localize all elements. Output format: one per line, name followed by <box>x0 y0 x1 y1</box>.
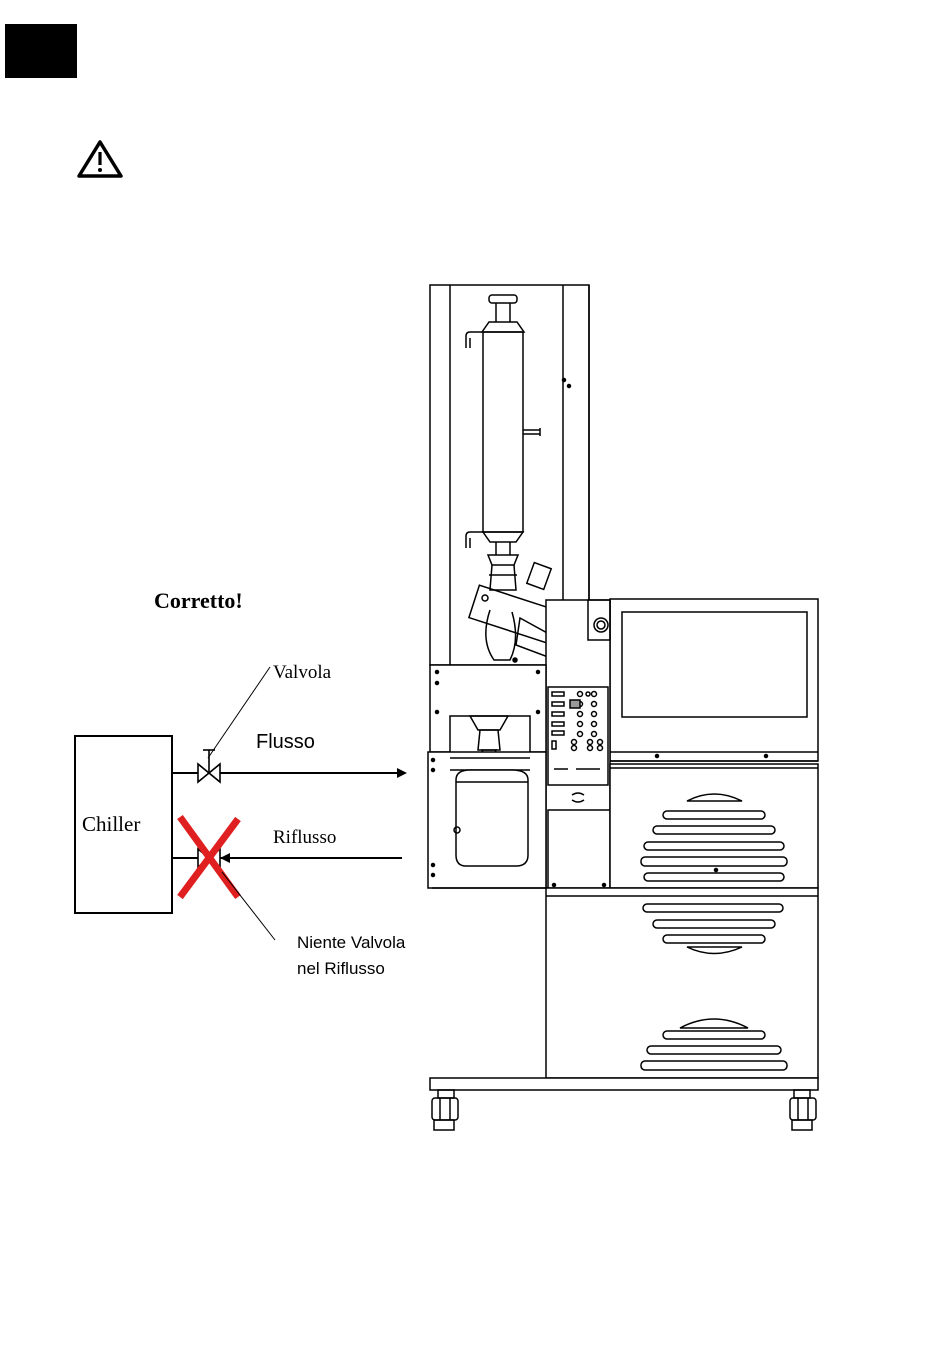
correct-label: Corretto! <box>154 588 243 613</box>
no-valve-label-line2: nel Riflusso <box>297 959 385 978</box>
left-caster-wheel <box>432 1090 458 1130</box>
no-valve-leader-line <box>222 872 275 940</box>
valve-icon <box>198 750 220 782</box>
chiller-box: Chiller <box>75 736 172 913</box>
instrument-drawing <box>428 285 818 1130</box>
right-caster-wheel <box>790 1090 816 1130</box>
flow-arrowhead <box>397 768 407 778</box>
flow-label: Flusso <box>256 731 315 753</box>
warning-icon <box>79 142 121 176</box>
return-arrowhead <box>220 853 230 863</box>
no-valve-label-line1: Niente Valvola <box>297 933 406 952</box>
return-label: Riflusso <box>273 827 336 848</box>
valve-label: Valvola <box>273 662 332 683</box>
black-square-tab <box>5 24 77 78</box>
control-panel <box>548 687 608 785</box>
chiller-label: Chiller <box>82 812 140 836</box>
